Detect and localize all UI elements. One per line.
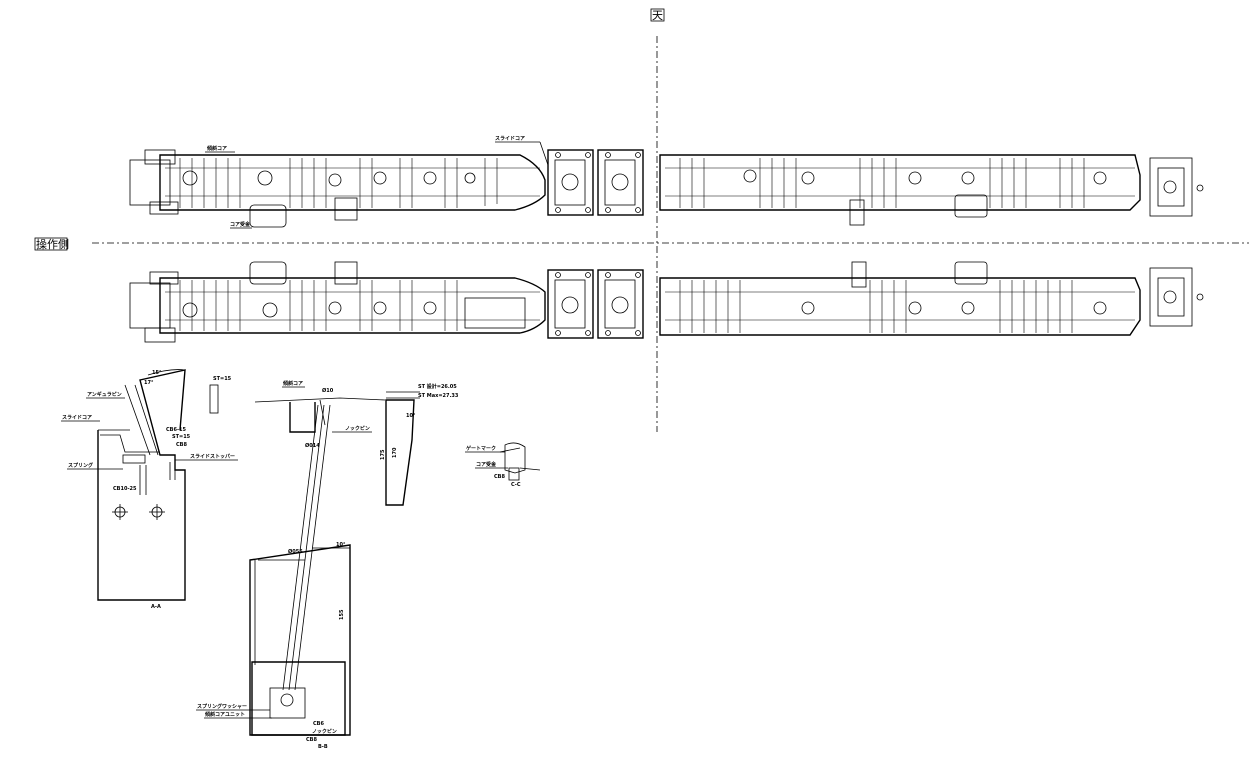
label-spring: スプリング [68,462,93,469]
bottom-left-part [129,261,546,343]
label-cb8-aa: CB8 [176,442,187,448]
bottom-slide-blocks [547,269,644,339]
label-dim-170: 170 [392,447,398,458]
section-bb [249,397,386,736]
bottom-left-ribs [165,280,540,331]
label-cb10-25: CB10-25 [113,486,137,492]
top-marker-label: 天 [652,9,663,22]
label-cb6-bb: CB6 [313,721,324,727]
label-knock-pin-bb-top: ノックピン [345,425,370,432]
label-st-max: ST Max=27.33 [418,393,459,399]
label-slide-core: スライドコア [495,136,525,142]
label-cb6-15: CB6-15 [166,427,187,433]
label-core-receiver-top: コア受金 [230,221,251,228]
label-angle-15: 15° [152,370,162,376]
label-st15-top: ST=15 [213,376,232,382]
label-gate-mark: ゲートマーク [466,445,496,452]
operator-side-label: 操作側 [36,237,69,251]
top-right-ribs [665,158,1135,208]
label-st-design: ST 設計=26.05 [418,383,457,390]
label-dim-155: 155 [339,609,345,620]
label-dia-14: Ø014 [305,442,320,449]
section-aa [97,369,219,601]
label-inclined-core-bb: 傾斜コア [282,380,303,387]
label-section-bb: B-B [318,744,328,750]
label-angle-10-side: 10° [406,413,416,419]
label-angle-17: 17° [144,380,154,386]
bottom-right-ribs [665,280,1135,333]
bottom-right-part [659,261,1204,336]
side-profile [385,391,420,506]
label-slide-core-detail: スライドコア [62,415,92,421]
label-st15-side: ST=15 [172,434,191,440]
label-dia-55: Ø055 [288,548,303,555]
label-angular-pin: アンギュラピン [87,391,122,398]
top-marker-box [650,8,665,22]
label-dia-10: Ø10 [322,387,334,394]
section-cc [499,442,541,481]
label-cb8-cc: CB8 [494,474,505,480]
label-inclined-core-unit: 傾斜コアユニット [204,711,245,718]
label-core-receiver-cc: コア受金 [476,461,497,468]
label-knock-pin-bb-bottom: ノックピン [312,728,337,735]
label-cb8-bb: CB8 [306,737,317,743]
label-inclined-core-top: 傾斜コア [206,145,227,152]
operator-side-box [34,237,68,251]
top-left-part [129,149,546,228]
top-left-ribs [165,158,540,208]
label-spring-washer: スプリングワッシャー [197,703,247,710]
top-slide-blocks [547,149,644,216]
label-dim-175: 175 [380,449,386,460]
label-angle-10-bb: 10° [336,542,346,548]
label-section-aa: A-A [151,604,161,610]
label-slide-stopper: スライドストッパー [190,453,235,460]
top-right-part [659,154,1204,226]
label-section-cc: C-C [511,482,521,488]
